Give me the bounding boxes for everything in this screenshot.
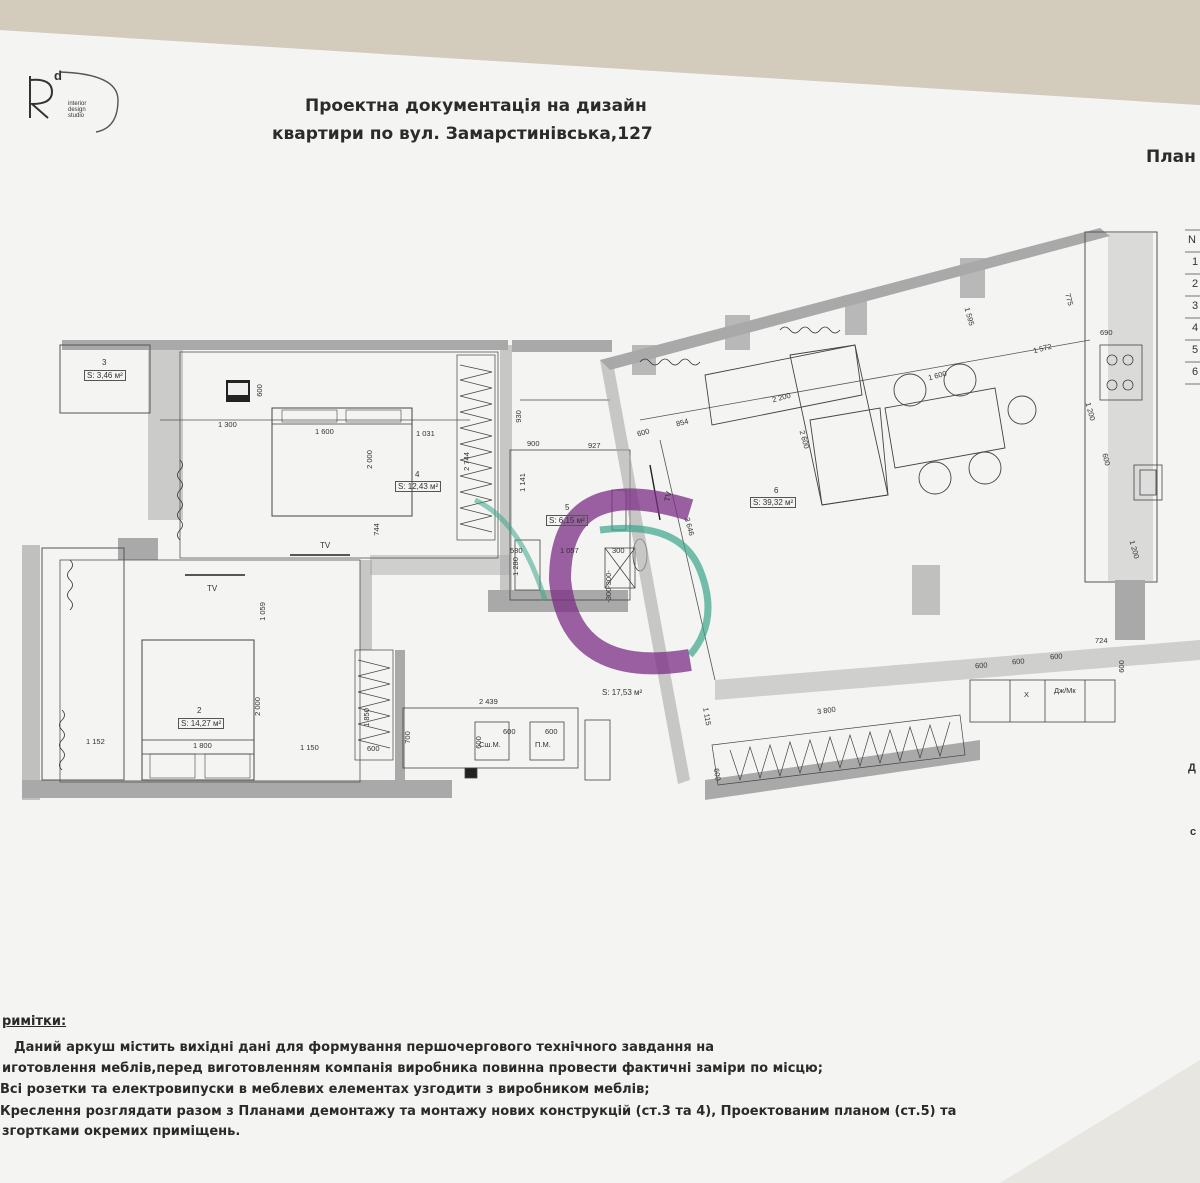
dim-5: 2 000 <box>364 450 374 469</box>
dim-43: 600 <box>1011 656 1025 667</box>
room-1-area: S: 17,53 м² <box>602 688 643 697</box>
notes-line-2: иготовлення меблів,перед виготовленням к… <box>2 1061 823 1076</box>
dishwasher-label: П.М. <box>535 740 551 749</box>
wardrobe-room-2 <box>354 649 394 761</box>
wardrobe-living <box>711 714 966 786</box>
notes-line-5: згортками окремих приміщень. <box>2 1124 241 1139</box>
dim-13: 1 057 <box>560 546 579 555</box>
right-edge-1: Д <box>1188 762 1196 774</box>
table-row-1: 1 <box>1192 256 1199 268</box>
notes-line-1: Даний аркуш містить вихідні дані для фор… <box>14 1040 715 1055</box>
dim-24: 2 439 <box>479 697 498 706</box>
dim-14: 300 <box>612 546 625 555</box>
curtain-left <box>59 459 183 771</box>
curtain-right <box>639 326 841 366</box>
kitchen-cabinets <box>969 344 1163 723</box>
dim-3: 1 031 <box>416 429 435 438</box>
dim-42: 600 <box>974 660 988 671</box>
dim-22: 1 850 <box>361 708 371 727</box>
dim-27: 600 <box>545 727 558 736</box>
sheet-plan-label: План <box>1146 147 1196 167</box>
room-6-number: 6 <box>774 486 779 495</box>
wardrobe-room-4 <box>456 354 496 541</box>
dim-38: 690 <box>1100 328 1113 337</box>
washer-label: Сш.М. <box>479 740 501 749</box>
tv-label-2: TV <box>207 584 218 593</box>
dim-12: 580 <box>510 546 523 555</box>
logo-line-3: studio <box>68 113 85 119</box>
table-background <box>0 0 1200 105</box>
dim-4: 600 <box>254 384 264 397</box>
shower-label: Дж/Мк <box>1054 686 1076 695</box>
dim-15: 1 280 <box>510 557 520 576</box>
dim-46: 600 <box>1116 660 1126 673</box>
dim-19: 1 800 <box>193 741 212 750</box>
dim-10: 927 <box>588 441 601 450</box>
dim-6: 744 <box>371 523 381 536</box>
dim-1: 1 300 <box>218 420 237 429</box>
table-row-5: 5 <box>1192 344 1199 356</box>
dim-21: 2 000 <box>252 697 262 716</box>
table-row-6: 6 <box>1192 366 1199 378</box>
logo-line-2: design <box>68 107 86 113</box>
room-6-area: S: 39,32 м² <box>750 497 797 508</box>
watermark-logo <box>473 488 712 675</box>
table-row-2: 2 <box>1192 278 1199 290</box>
room-4-area: S: 12,43 м² <box>395 481 442 492</box>
dim-26: 600 <box>503 727 516 736</box>
tv-label-1: TV <box>320 541 331 550</box>
room-3-area: S: 3,46 м² <box>84 370 126 381</box>
left-wing-walls <box>22 340 628 800</box>
dim-9: 900 <box>527 439 540 448</box>
logo-sup: d <box>54 68 62 83</box>
right-edge-2: с <box>1190 826 1197 838</box>
paper-fold-shadow <box>1000 1060 1200 1183</box>
title-line-1: Проектна документація на дизайн <box>305 96 647 116</box>
room-2-area: S: 14,27 м² <box>178 718 225 729</box>
dim-2: 1 600 <box>315 427 334 436</box>
dining-table <box>884 363 1037 495</box>
dim-23: 600 <box>367 744 380 753</box>
laundry-cabinet <box>402 707 611 781</box>
dim-45: 724 <box>1095 636 1108 645</box>
dim-8: 930 <box>513 410 523 423</box>
bed-room-2 <box>141 639 255 781</box>
table-head: N <box>1188 234 1196 246</box>
fridge-label: Х <box>1024 690 1030 699</box>
table-row-3: 3 <box>1192 300 1199 312</box>
dim-17: 1 059 <box>257 602 267 621</box>
dim-44: 600 <box>1049 651 1063 662</box>
dim-28: 600 <box>473 736 483 749</box>
room-4-number: 4 <box>415 470 420 479</box>
dim-7: 2 744 <box>461 452 471 471</box>
logo-line-1: interior <box>68 101 87 107</box>
sofa <box>704 344 889 506</box>
room-3-number: 3 <box>102 358 107 367</box>
studio-logo <box>29 71 119 133</box>
notes-line-4: Креслення розглядати разом з Планами дем… <box>0 1104 957 1119</box>
dim-25: 700 <box>402 731 412 744</box>
right-table-grid <box>1185 229 1200 385</box>
bed-room-4 <box>226 380 413 517</box>
notes-heading: римітки: <box>2 1014 67 1029</box>
notes-line-3: Всі розетки та електровипуски в меблевих… <box>0 1082 650 1097</box>
table-row-4: 4 <box>1192 322 1199 334</box>
dim-16: -300-300- <box>603 570 613 603</box>
dim-20: 1 150 <box>300 743 319 752</box>
room-5-number: 5 <box>565 503 570 512</box>
room-2-number: 2 <box>197 706 202 715</box>
dim-11: 1 141 <box>517 473 527 492</box>
title-line-2: квартири по вул. Замарстинівська,127 <box>272 124 653 144</box>
dim-49: 600 <box>711 767 723 782</box>
room-5-area: S: 6,15 м² <box>546 515 588 526</box>
dim-18: 1 152 <box>86 737 105 746</box>
